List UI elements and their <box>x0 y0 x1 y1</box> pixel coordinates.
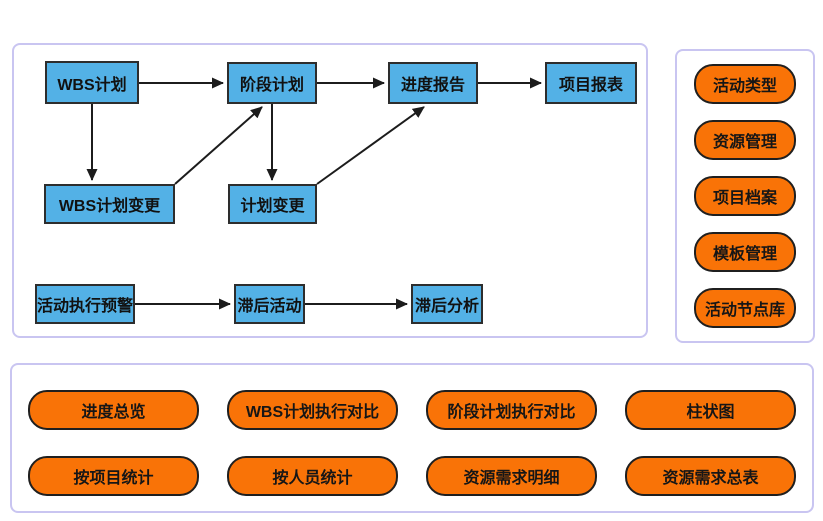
flowchart-panel: WBS计划 阶段计划 进度报告 项目报表 WBS计划变更 计划变更 活动执行预警… <box>12 43 648 338</box>
side-panel: 活动类型 资源管理 项目档案 模板管理 活动节点库 <box>675 49 815 343</box>
button-activity-type[interactable]: 活动类型 <box>694 64 796 104</box>
node-lag-activity: 滞后活动 <box>234 284 305 324</box>
node-plan-change: 计划变更 <box>228 184 317 224</box>
button-activity-node-lib[interactable]: 活动节点库 <box>694 288 796 328</box>
node-lag-analysis: 滞后分析 <box>411 284 483 324</box>
button-bar-chart[interactable]: 柱状图 <box>625 390 796 430</box>
arrow-planchange-to-report <box>316 106 425 185</box>
node-stage-plan: 阶段计划 <box>227 62 317 104</box>
button-project-archive[interactable]: 项目档案 <box>694 176 796 216</box>
button-template-mgmt[interactable]: 模板管理 <box>694 232 796 272</box>
node-activity-warning: 活动执行预警 <box>35 284 135 324</box>
button-wbs-plan-exec-compare[interactable]: WBS计划执行对比 <box>227 390 398 430</box>
button-stats-by-project[interactable]: 按项目统计 <box>28 456 199 496</box>
button-resource-demand-detail[interactable]: 资源需求明细 <box>426 456 597 496</box>
button-stats-by-person[interactable]: 按人员统计 <box>227 456 398 496</box>
bottom-panel: 进度总览 WBS计划执行对比 阶段计划执行对比 柱状图 按项目统计 按人员统计 … <box>10 363 814 513</box>
button-resource-mgmt[interactable]: 资源管理 <box>694 120 796 160</box>
node-wbs-plan: WBS计划 <box>45 61 139 104</box>
node-project-report: 项目报表 <box>545 62 637 104</box>
arrow-wbschange-to-stage <box>174 106 263 185</box>
button-progress-overview[interactable]: 进度总览 <box>28 390 199 430</box>
node-wbs-plan-change: WBS计划变更 <box>44 184 175 224</box>
button-resource-demand-summary[interactable]: 资源需求总表 <box>625 456 796 496</box>
button-stage-plan-exec-compare[interactable]: 阶段计划执行对比 <box>426 390 597 430</box>
node-progress-report: 进度报告 <box>388 62 478 104</box>
